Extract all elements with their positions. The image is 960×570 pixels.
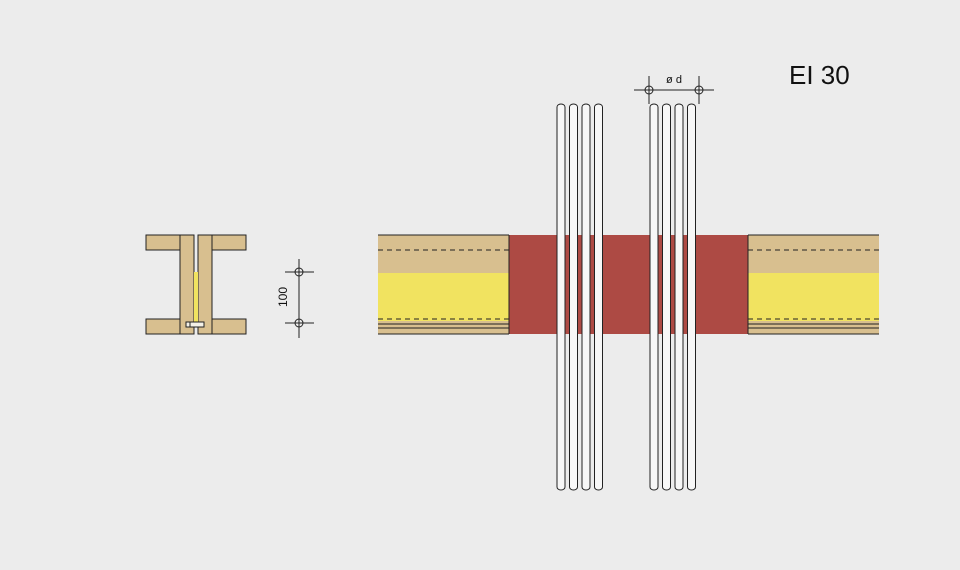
fire-seal [508,235,749,334]
cable [649,103,659,491]
cable [687,103,696,491]
thickness-label: 100 [276,287,290,307]
left-web [179,234,195,335]
board-layer [748,235,879,273]
board-layer [378,235,509,273]
wall-section-detail [145,234,247,335]
diameter-dimension: ø d [634,74,714,104]
cable-bundles [556,103,696,491]
diameter-marker-right [694,85,704,95]
right-top-flange [211,234,247,251]
diameter-label: ø d [666,74,682,86]
cable [569,103,578,491]
fastener [185,321,205,328]
diameter-marker-left [644,85,654,95]
left-top-flange [145,234,182,251]
wall-right-segment [748,234,879,335]
seal-block [509,235,748,334]
cable-bundle-2 [649,103,696,491]
left-bottom-flange [145,318,182,335]
cable [594,103,603,491]
cable [581,103,591,491]
cable-bundle-1 [556,103,603,491]
right-bottom-flange [211,318,247,335]
cable [662,103,671,491]
joint-insulation [194,272,198,322]
insulation-layer [748,273,879,321]
insulation-layer [378,273,509,321]
cable [674,103,684,491]
fire-rating-label: EI 30 [789,60,850,90]
wall-left-segment [378,234,509,335]
dimension-marker-bottom [294,318,304,328]
thickness-dimension: 100 [276,259,314,338]
right-web [197,234,213,335]
dimension-marker-top [294,267,304,277]
cable [556,103,566,491]
